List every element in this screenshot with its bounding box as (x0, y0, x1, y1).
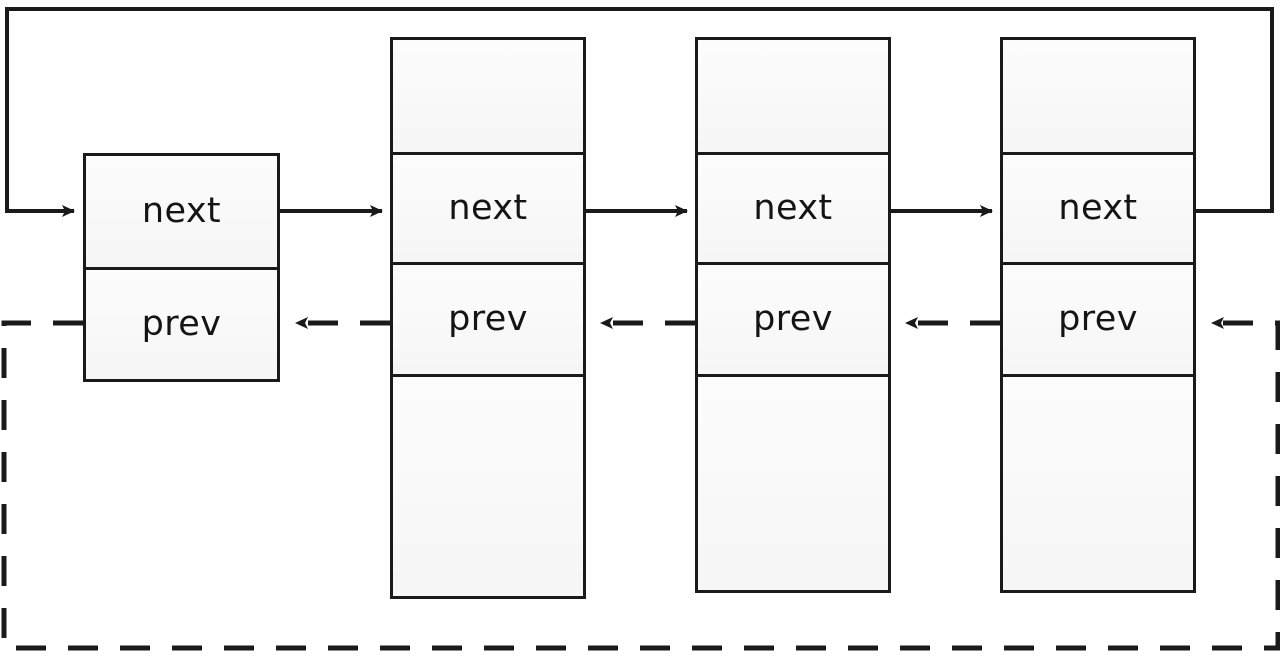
node-3-next-cell[interactable]: next (698, 152, 888, 262)
node-3-bottom-empty-cell[interactable] (698, 374, 888, 590)
list-node-3[interactable]: next prev (695, 37, 891, 593)
node-3-prev-cell[interactable]: prev (698, 262, 888, 374)
node-4-top-empty-cell[interactable] (1003, 40, 1193, 152)
next-wrap-path (5, 7, 1274, 217)
node-3-next-label: next (753, 188, 833, 228)
prev-wrap-path (1, 317, 1280, 651)
node-3-prev-label: prev (753, 299, 833, 339)
node-2-prev-cell[interactable]: prev (393, 262, 583, 374)
node-2-top-empty-cell[interactable] (393, 40, 583, 152)
node-1-next-cell[interactable]: next (86, 156, 277, 267)
node-1-prev-label: prev (141, 303, 222, 344)
node-2-next-label: next (448, 188, 528, 228)
node-3-top-empty-cell[interactable] (698, 40, 888, 152)
node-4-prev-cell[interactable]: prev (1003, 262, 1193, 374)
node-4-bottom-empty-cell[interactable] (1003, 374, 1193, 590)
list-node-1[interactable]: next prev (83, 153, 280, 382)
list-node-2[interactable]: next prev (390, 37, 586, 599)
node-2-next-cell[interactable]: next (393, 152, 583, 262)
node-2-prev-label: prev (448, 299, 528, 339)
list-node-4[interactable]: next prev (1000, 37, 1196, 593)
node-1-next-label: next (141, 190, 222, 231)
node-2-bottom-empty-cell[interactable] (393, 374, 583, 596)
node-4-next-label: next (1058, 188, 1138, 228)
node-4-next-cell[interactable]: next (1003, 152, 1193, 262)
node-4-prev-label: prev (1058, 299, 1138, 339)
node-1-prev-cell[interactable]: prev (86, 266, 277, 379)
